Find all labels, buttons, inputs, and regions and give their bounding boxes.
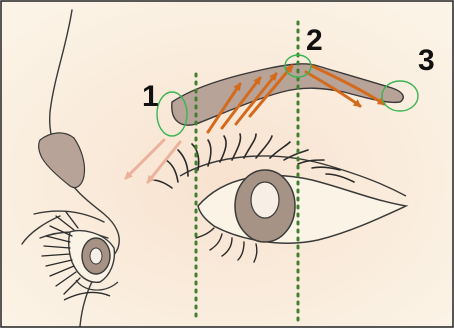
main-pupil: [251, 182, 279, 218]
label-point-3: 3: [418, 44, 435, 77]
profile-pupil: [90, 248, 102, 264]
label-point-2: 2: [306, 24, 323, 57]
label-point-1: 1: [142, 80, 159, 113]
